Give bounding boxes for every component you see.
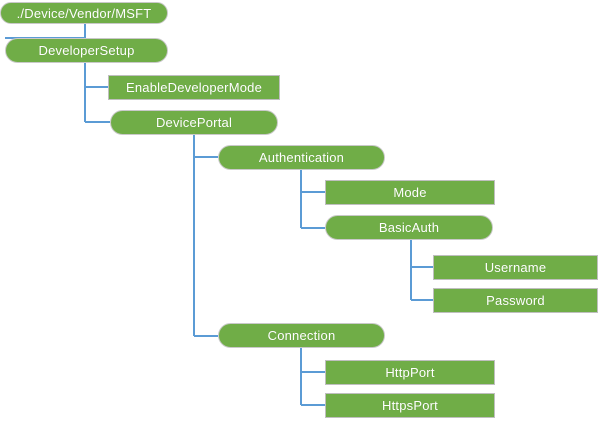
node-label: ./Device/Vendor/MSFT <box>16 5 152 21</box>
node-mode[interactable]: Mode <box>325 180 495 205</box>
node-label: Mode <box>393 185 427 200</box>
node-devsetup[interactable]: DeveloperSetup <box>5 38 168 63</box>
connector-basicauth-to-password <box>410 240 433 301</box>
node-httpsport[interactable]: HttpsPort <box>325 393 495 418</box>
node-label: HttpPort <box>385 365 435 380</box>
node-label: DeveloperSetup <box>38 43 135 58</box>
node-label: Authentication <box>258 150 345 165</box>
node-username[interactable]: Username <box>433 255 598 280</box>
node-enabledev[interactable]: EnableDeveloperMode <box>108 75 280 100</box>
node-label: Connection <box>267 328 336 343</box>
node-label: EnableDeveloperMode <box>125 80 263 95</box>
connector-devsetup-to-deviceportal <box>84 63 110 123</box>
node-label: HttpsPort <box>382 398 438 413</box>
node-password[interactable]: Password <box>433 288 598 313</box>
node-connection[interactable]: Connection <box>218 323 385 348</box>
node-auth[interactable]: Authentication <box>218 145 385 170</box>
connector-auth-to-basicauth <box>300 170 325 229</box>
node-httpport[interactable]: HttpPort <box>325 360 495 385</box>
node-basicauth[interactable]: BasicAuth <box>325 215 493 240</box>
connector-connection-to-httpsport <box>300 348 325 406</box>
node-label: BasicAuth <box>378 220 440 235</box>
connector-deviceportal-to-connection <box>193 135 218 337</box>
node-deviceportal[interactable]: DevicePortal <box>110 110 278 135</box>
connector-auth-to-mode <box>300 170 325 193</box>
connector-root-to-devsetup <box>5 24 86 39</box>
node-label: Password <box>486 293 545 308</box>
node-label: DevicePortal <box>155 115 233 130</box>
connector-devsetup-to-enabledev <box>84 63 108 88</box>
connector-deviceportal-to-auth <box>193 135 218 158</box>
connector-connection-to-httpport <box>300 348 325 373</box>
node-root[interactable]: ./Device/Vendor/MSFT <box>0 2 168 24</box>
node-label: Username <box>484 260 547 275</box>
connector-basicauth-to-username <box>410 240 433 268</box>
